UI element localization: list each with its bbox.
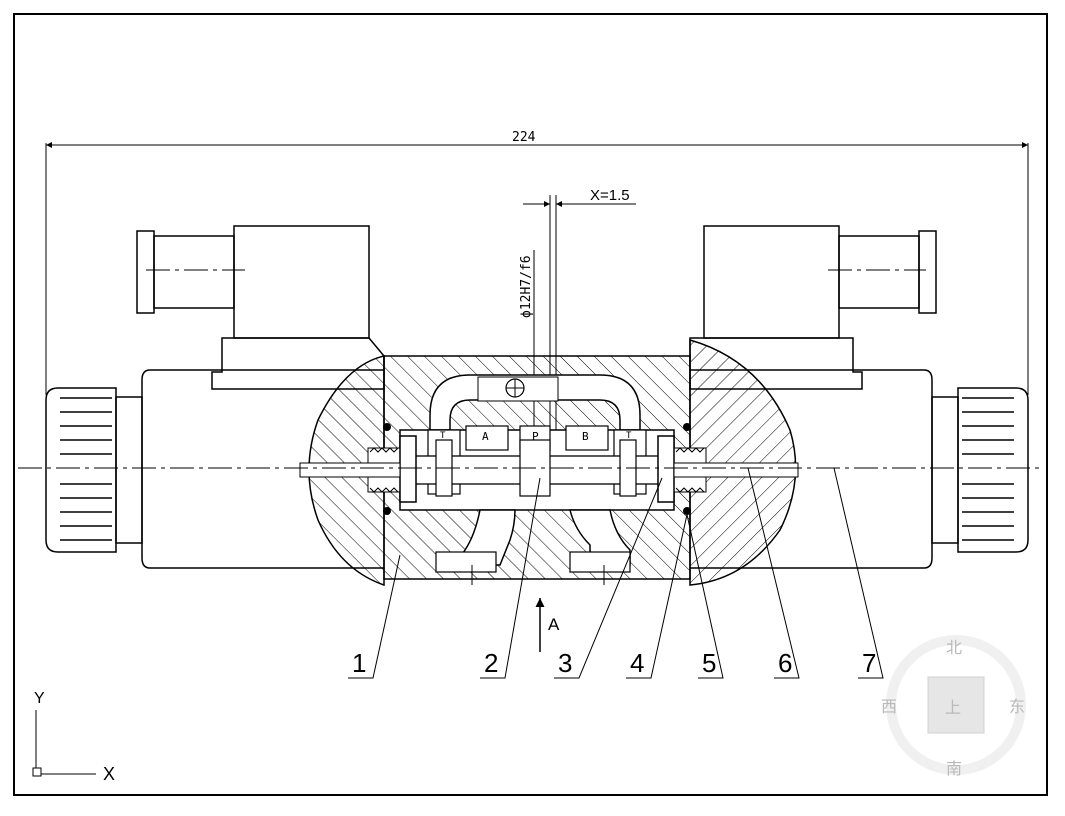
port-label-p: P bbox=[532, 430, 539, 443]
viewcube-west[interactable]: 西 bbox=[881, 697, 897, 716]
part-number-2: 2 bbox=[484, 648, 498, 678]
left-push-pin bbox=[299, 462, 401, 478]
overall-dimension: 224 bbox=[45, 130, 1029, 395]
port-label-t-right: T bbox=[626, 431, 632, 441]
viewcube[interactable]: 上 北 南 西 东 bbox=[881, 635, 1026, 778]
fit-dimension-text: ϕ12H7/f6 bbox=[519, 255, 534, 318]
viewcube-top-face[interactable] bbox=[927, 676, 985, 734]
part-number-4: 4 bbox=[630, 648, 644, 678]
part-leaders bbox=[348, 467, 884, 679]
part-numbers: 1 2 3 4 5 6 7 bbox=[352, 648, 876, 678]
gap-dimension-text: X=1.5 bbox=[590, 187, 630, 204]
viewcube-east[interactable]: 东 bbox=[1009, 697, 1025, 716]
left-solenoid-tube bbox=[45, 369, 384, 569]
port-label-t-left: T bbox=[440, 431, 446, 441]
view-label: A bbox=[548, 615, 560, 634]
overall-dimension-text: 224 bbox=[512, 130, 536, 145]
o-rings bbox=[383, 423, 691, 515]
part-number-5: 5 bbox=[702, 648, 716, 678]
view-arrow: A bbox=[535, 598, 560, 652]
part-number-6: 6 bbox=[778, 648, 792, 678]
ucs-y-label: Y bbox=[34, 690, 45, 707]
viewcube-south[interactable]: 南 bbox=[946, 759, 962, 778]
port-label-a: A bbox=[482, 430, 489, 443]
ucs-x-label: X bbox=[103, 764, 115, 784]
right-knurled-nut bbox=[962, 397, 1014, 541]
viewcube-north[interactable]: 北 bbox=[946, 638, 962, 657]
viewcube-face-label: 上 bbox=[945, 698, 961, 717]
part-number-7: 7 bbox=[862, 648, 876, 678]
part-number-1: 1 bbox=[352, 648, 366, 678]
drawing-border bbox=[13, 13, 1048, 796]
ucs-icon: Y X bbox=[32, 690, 115, 784]
left-knurled-nut bbox=[60, 397, 112, 541]
viewcube-compass-ring[interactable] bbox=[886, 635, 1026, 775]
left-solenoid-coil bbox=[136, 225, 385, 390]
part-number-3: 3 bbox=[558, 648, 572, 678]
port-label-b: B bbox=[582, 430, 589, 443]
valve-body: T A P B T bbox=[383, 355, 691, 585]
centerlines bbox=[18, 269, 1044, 469]
right-push-pin bbox=[673, 462, 799, 478]
